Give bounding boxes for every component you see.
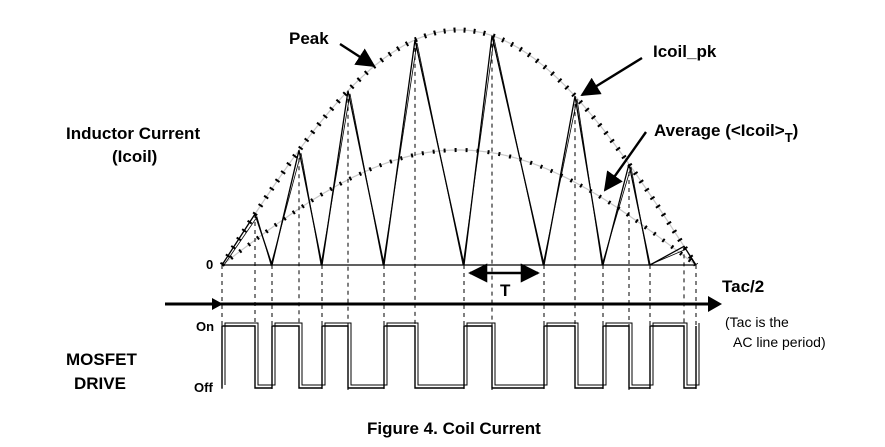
peak-envelope-thin: [221, 29, 697, 266]
figure-caption: Figure 4. Coil Current: [367, 419, 541, 438]
gate-on-label: On: [196, 319, 214, 334]
mosfet-label-line1: MOSFET: [66, 350, 137, 369]
time-axis-arrow-right: [708, 296, 722, 312]
icoil-pk-pointer-arrow: [580, 56, 643, 97]
average-label-main: Average (<Icoil>: [654, 121, 785, 140]
gate-off-label: Off: [194, 380, 213, 395]
peak-label: Peak: [289, 29, 329, 48]
zero-current-label: 0: [206, 257, 213, 272]
tac-note-line2: AC line period): [733, 334, 826, 350]
tac-half-label: Tac/2: [722, 277, 764, 296]
icoil-pk-label: Icoil_pk: [653, 42, 717, 61]
average-envelope-thin: [221, 149, 697, 266]
mosfet-drive-waveform: [221, 325, 697, 389]
inductor-current-waveform-shadow: [223, 38, 696, 267]
inductor-current-symbol: (Icoil): [112, 147, 157, 166]
period-label: T: [500, 281, 511, 300]
inductor-current-title: Inductor Current: [66, 124, 200, 143]
peak-envelope: [219, 27, 699, 267]
mosfet-drive-waveform-shadow: [224, 322, 700, 386]
average-pointer-arrow: [603, 131, 647, 192]
average-label-subscript: T: [785, 130, 793, 145]
time-axis-arrow-left: [212, 298, 223, 310]
average-envelope: [220, 148, 698, 267]
average-label: Average (<Icoil>T): [654, 121, 798, 145]
peak-pointer-arrow: [339, 42, 376, 68]
tac-note-line1: (Tac is the: [725, 314, 789, 330]
average-label-close: ): [793, 121, 799, 140]
mosfet-label-line2: DRIVE: [74, 374, 126, 393]
